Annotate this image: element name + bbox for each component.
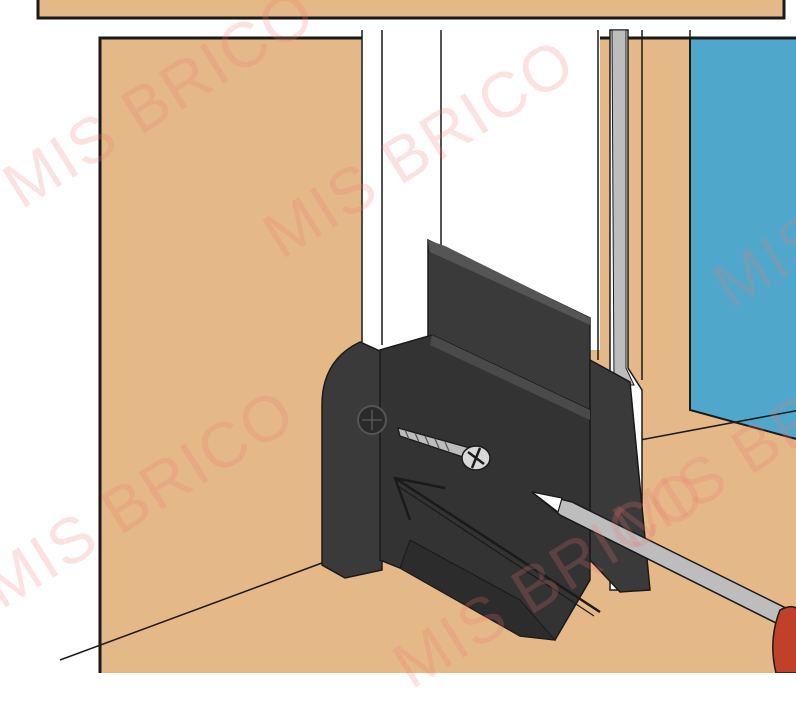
- illustration-stage: MIS BRICO MIS BRICO MIS BRICO MIS BRICO …: [0, 0, 796, 673]
- installation-illustration: [0, 0, 796, 673]
- sky-window: [690, 38, 796, 440]
- top-panel: [38, 0, 784, 18]
